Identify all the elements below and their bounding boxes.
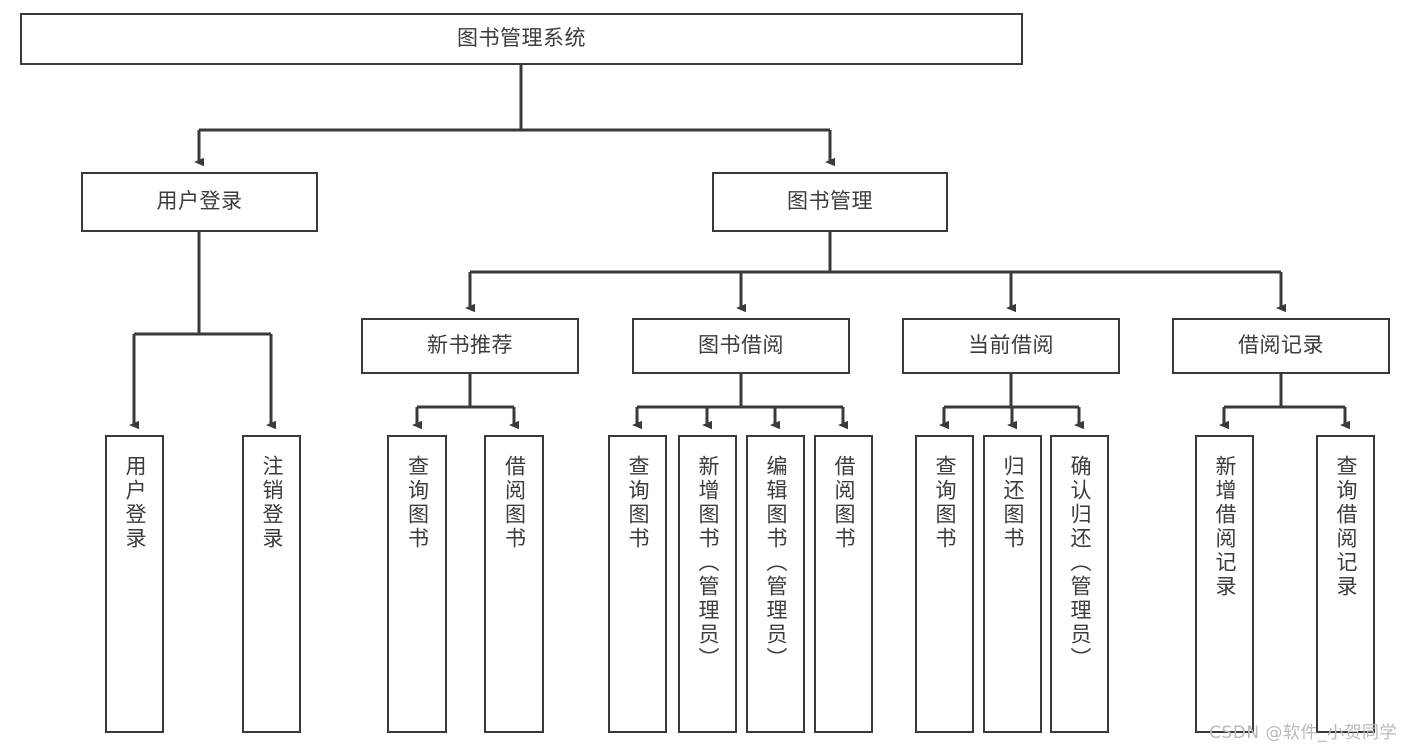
node-book-borrow-label: 图书借阅 xyxy=(698,333,784,358)
node-leaf-query-borrow-record-label: 查询借阅记录 xyxy=(1334,455,1358,599)
node-leaf-edit-book-admin[interactable]: 编辑图书（管理员） xyxy=(746,435,805,733)
node-leaf-add-borrow-record[interactable]: 新增借阅记录 xyxy=(1195,435,1254,733)
node-leaf-confirm-return-admin[interactable]: 确认归还（管理员） xyxy=(1050,435,1109,733)
node-leaf-query-book-current-label: 查询图书 xyxy=(933,455,957,551)
node-leaf-query-book-borrow-label: 查询图书 xyxy=(626,455,650,551)
node-borrow-record[interactable]: 借阅记录 xyxy=(1172,318,1390,374)
node-current-borrow[interactable]: 当前借阅 xyxy=(902,318,1120,374)
node-leaf-user-login[interactable]: 用户登录 xyxy=(105,435,164,733)
node-leaf-add-borrow-record-label: 新增借阅记录 xyxy=(1213,455,1237,599)
node-leaf-return-book[interactable]: 归还图书 xyxy=(983,435,1042,733)
node-leaf-return-book-label: 归还图书 xyxy=(1001,455,1025,551)
node-leaf-borrow-book-recommend[interactable]: 借阅图书 xyxy=(484,435,544,733)
node-leaf-query-book-recommend[interactable]: 查询图书 xyxy=(387,435,447,733)
node-leaf-add-book-admin-label: 新增图书（管理员） xyxy=(696,455,720,671)
node-book-management-label: 图书管理 xyxy=(787,189,873,214)
node-current-borrow-label: 当前借阅 xyxy=(968,333,1054,358)
node-book-borrow[interactable]: 图书借阅 xyxy=(632,318,850,374)
node-leaf-confirm-return-admin-label: 确认归还（管理员） xyxy=(1068,455,1092,671)
node-root[interactable]: 图书管理系统 xyxy=(20,13,1023,65)
node-leaf-borrow-book-label: 借阅图书 xyxy=(832,455,856,551)
node-user-login-label: 用户登录 xyxy=(156,189,243,214)
node-book-management[interactable]: 图书管理 xyxy=(712,172,948,232)
node-leaf-query-book-current[interactable]: 查询图书 xyxy=(915,435,974,733)
watermark-text: CSDN @软件_小贺同学 xyxy=(1209,723,1397,743)
node-leaf-logout-label: 注销登录 xyxy=(260,455,284,551)
node-leaf-edit-book-admin-label: 编辑图书（管理员） xyxy=(764,455,788,671)
node-root-label: 图书管理系统 xyxy=(457,26,586,51)
node-user-login[interactable]: 用户登录 xyxy=(81,172,318,232)
node-leaf-query-borrow-record[interactable]: 查询借阅记录 xyxy=(1316,435,1375,733)
node-leaf-user-login-label: 用户登录 xyxy=(123,455,147,551)
node-leaf-borrow-book[interactable]: 借阅图书 xyxy=(814,435,873,733)
node-leaf-add-book-admin[interactable]: 新增图书（管理员） xyxy=(678,435,737,733)
node-leaf-logout[interactable]: 注销登录 xyxy=(242,435,301,733)
node-new-book-recommend-label: 新书推荐 xyxy=(427,333,513,358)
node-new-book-recommend[interactable]: 新书推荐 xyxy=(361,318,579,374)
node-borrow-record-label: 借阅记录 xyxy=(1238,333,1324,358)
node-leaf-query-book-borrow[interactable]: 查询图书 xyxy=(608,435,667,733)
node-leaf-borrow-book-recommend-label: 借阅图书 xyxy=(502,455,527,551)
node-leaf-query-book-recommend-label: 查询图书 xyxy=(405,455,430,551)
